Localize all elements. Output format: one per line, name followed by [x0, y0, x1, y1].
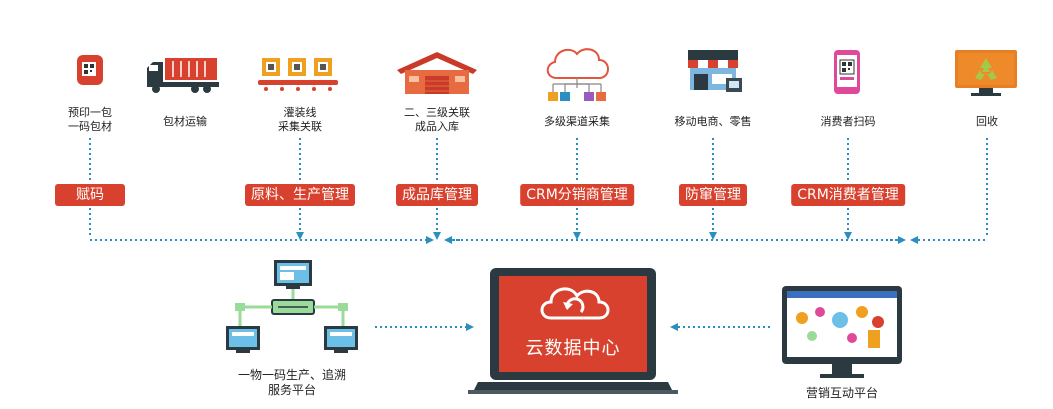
- cloud-sync-icon: [540, 287, 610, 320]
- recycle-monitor-icon: [955, 50, 1017, 96]
- step-label-8: 回收: [976, 115, 998, 128]
- stage-label-distributor: CRM分销商管理: [520, 184, 634, 206]
- step-label-4: 二、三级关联 成品入库: [404, 106, 470, 133]
- step-label-3: 灌装线 采集关联: [278, 106, 322, 133]
- warehouse-icon: [397, 52, 477, 94]
- qr-roll-icon: [77, 55, 103, 85]
- stage-label-warehouse: 成品库管理: [396, 184, 478, 206]
- step-label-7: 消费者扫码: [820, 115, 876, 128]
- left-platform-label: 一物一码生产、追溯 服务平台: [237, 368, 347, 397]
- stage-label-anti-diversion: 防窜管理: [679, 184, 747, 206]
- stage-label-coding: 赋码: [55, 184, 125, 206]
- store-icon: [688, 50, 742, 92]
- stage-label-production: 原料、生产管理: [245, 184, 355, 206]
- marketing-monitor-icon: [782, 286, 902, 378]
- conveyor-icon: [258, 58, 338, 91]
- stage-label-consumer: CRM消费者管理: [791, 184, 905, 206]
- cloud-network-icon: [546, 48, 609, 101]
- step-label-2: 包材运输: [163, 115, 207, 128]
- laptop-monitor: [468, 268, 678, 394]
- right-platform-label: 营销互动平台: [805, 386, 879, 400]
- truck-icon: [147, 58, 219, 93]
- network-computers-icon: [226, 260, 358, 353]
- phone-scan-icon: [834, 50, 860, 94]
- step-label-5: 多级渠道采集: [544, 115, 610, 128]
- step-label-1: 预印一包 一码包材: [68, 106, 112, 133]
- step-label-6: 移动电商、零售: [674, 115, 752, 128]
- center-title: 云数据中心: [525, 338, 621, 359]
